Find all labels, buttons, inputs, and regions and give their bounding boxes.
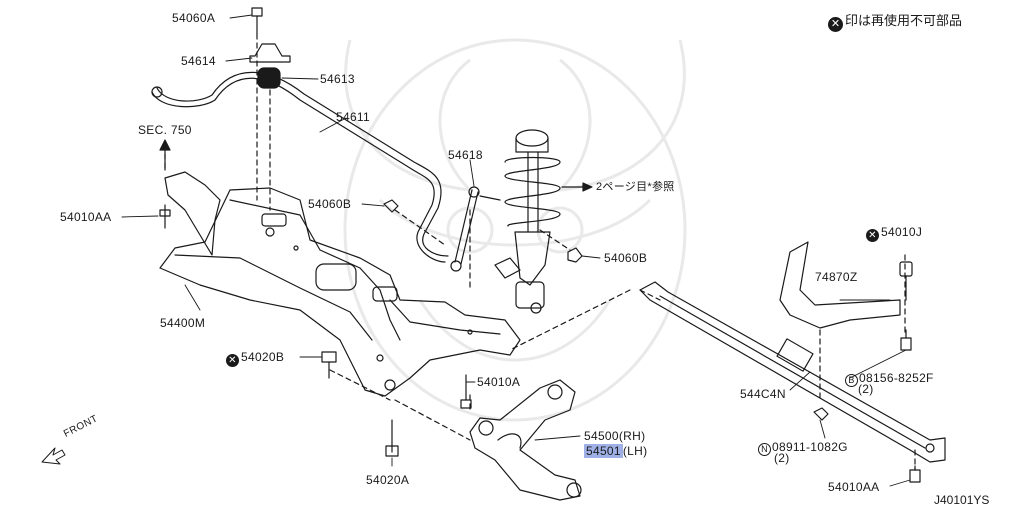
label-54611: 54611: [336, 110, 370, 124]
nonreusable-note-text: 印は再使用不可部品: [845, 13, 963, 28]
stabilizer-clamp: [249, 43, 291, 63]
label-54020B-text: 54020B: [241, 350, 285, 364]
x-circle-icon: ✕: [828, 17, 843, 32]
watermark-emblem: [343, 38, 687, 422]
label-54060B-right: 54060B: [604, 251, 648, 265]
bolt-54010AA-left: [159, 204, 171, 229]
label-54400M: 54400M: [160, 316, 206, 330]
label-54501-number: 54501: [584, 444, 623, 458]
label-54060B-upper: 54060B: [308, 197, 352, 211]
label-54010J: ✕54010J: [866, 225, 922, 242]
label-54614: 54614: [181, 54, 216, 68]
bolt-54020A: [385, 419, 399, 457]
nut-54060B-upper: [383, 199, 399, 213]
label-54618: 54618: [448, 148, 483, 162]
label-08156-text: 08156-8252F: [859, 371, 934, 385]
front-arrow: [41, 447, 66, 465]
label-54501: 54501(LH): [584, 444, 647, 458]
label-page2-ref: 2ページ目*参照: [596, 181, 675, 193]
label-54500: 54500(RH): [584, 429, 646, 443]
x-circle-icon: ✕: [866, 229, 879, 242]
bolt-08156: [900, 329, 912, 351]
front-subframe: [159, 187, 521, 397]
label-54010AA-right: 54010AA: [828, 480, 880, 494]
bracket-74870Z: [779, 241, 901, 329]
bolt-54010AA-right: [909, 465, 921, 483]
stabilizer-bushing: [257, 67, 281, 89]
bolt-54010A: [460, 374, 472, 409]
x-circle-icon: ✕: [226, 354, 239, 367]
label-54501-side: (LH): [622, 444, 648, 458]
nut-08911: [813, 407, 829, 421]
bolt-54010J: [899, 261, 913, 301]
label-08911-qty: (2): [774, 451, 790, 465]
nut-54060B-right: [567, 247, 583, 263]
strut-assembly: [494, 129, 561, 314]
label-54010AA-left: 54010AA: [60, 210, 112, 224]
label-08911-text: 08911-1082G: [772, 440, 848, 454]
label-54020A: 54020A: [366, 473, 410, 487]
bolt-54060A: [251, 7, 263, 35]
stabilizer-link: [450, 186, 501, 272]
sec750-bracket: [164, 171, 221, 256]
circle-b-icon: B: [845, 374, 858, 387]
label-74870Z: 74870Z: [815, 270, 858, 284]
stabilizer-bar: [151, 77, 446, 263]
circle-n-icon: N: [758, 443, 771, 456]
label-54020B: ✕54020B: [226, 350, 284, 367]
diagram-code: J40101YS: [934, 493, 990, 507]
cross-member-544C4N: [639, 281, 946, 463]
label-54010A: 54010A: [477, 375, 521, 389]
label-544C4N: 544C4N: [740, 387, 786, 401]
label-sec750: SEC. 750: [138, 123, 192, 137]
label-54613: 54613: [320, 72, 355, 86]
lower-control-arm: [469, 379, 581, 501]
label-54060A: 54060A: [172, 11, 216, 25]
label-08156-qty: (2): [858, 382, 874, 396]
label-54010J-text: 54010J: [881, 225, 923, 239]
nut-54020B: [321, 351, 337, 379]
nonreusable-note: ✕印は再使用不可部品: [828, 10, 962, 32]
